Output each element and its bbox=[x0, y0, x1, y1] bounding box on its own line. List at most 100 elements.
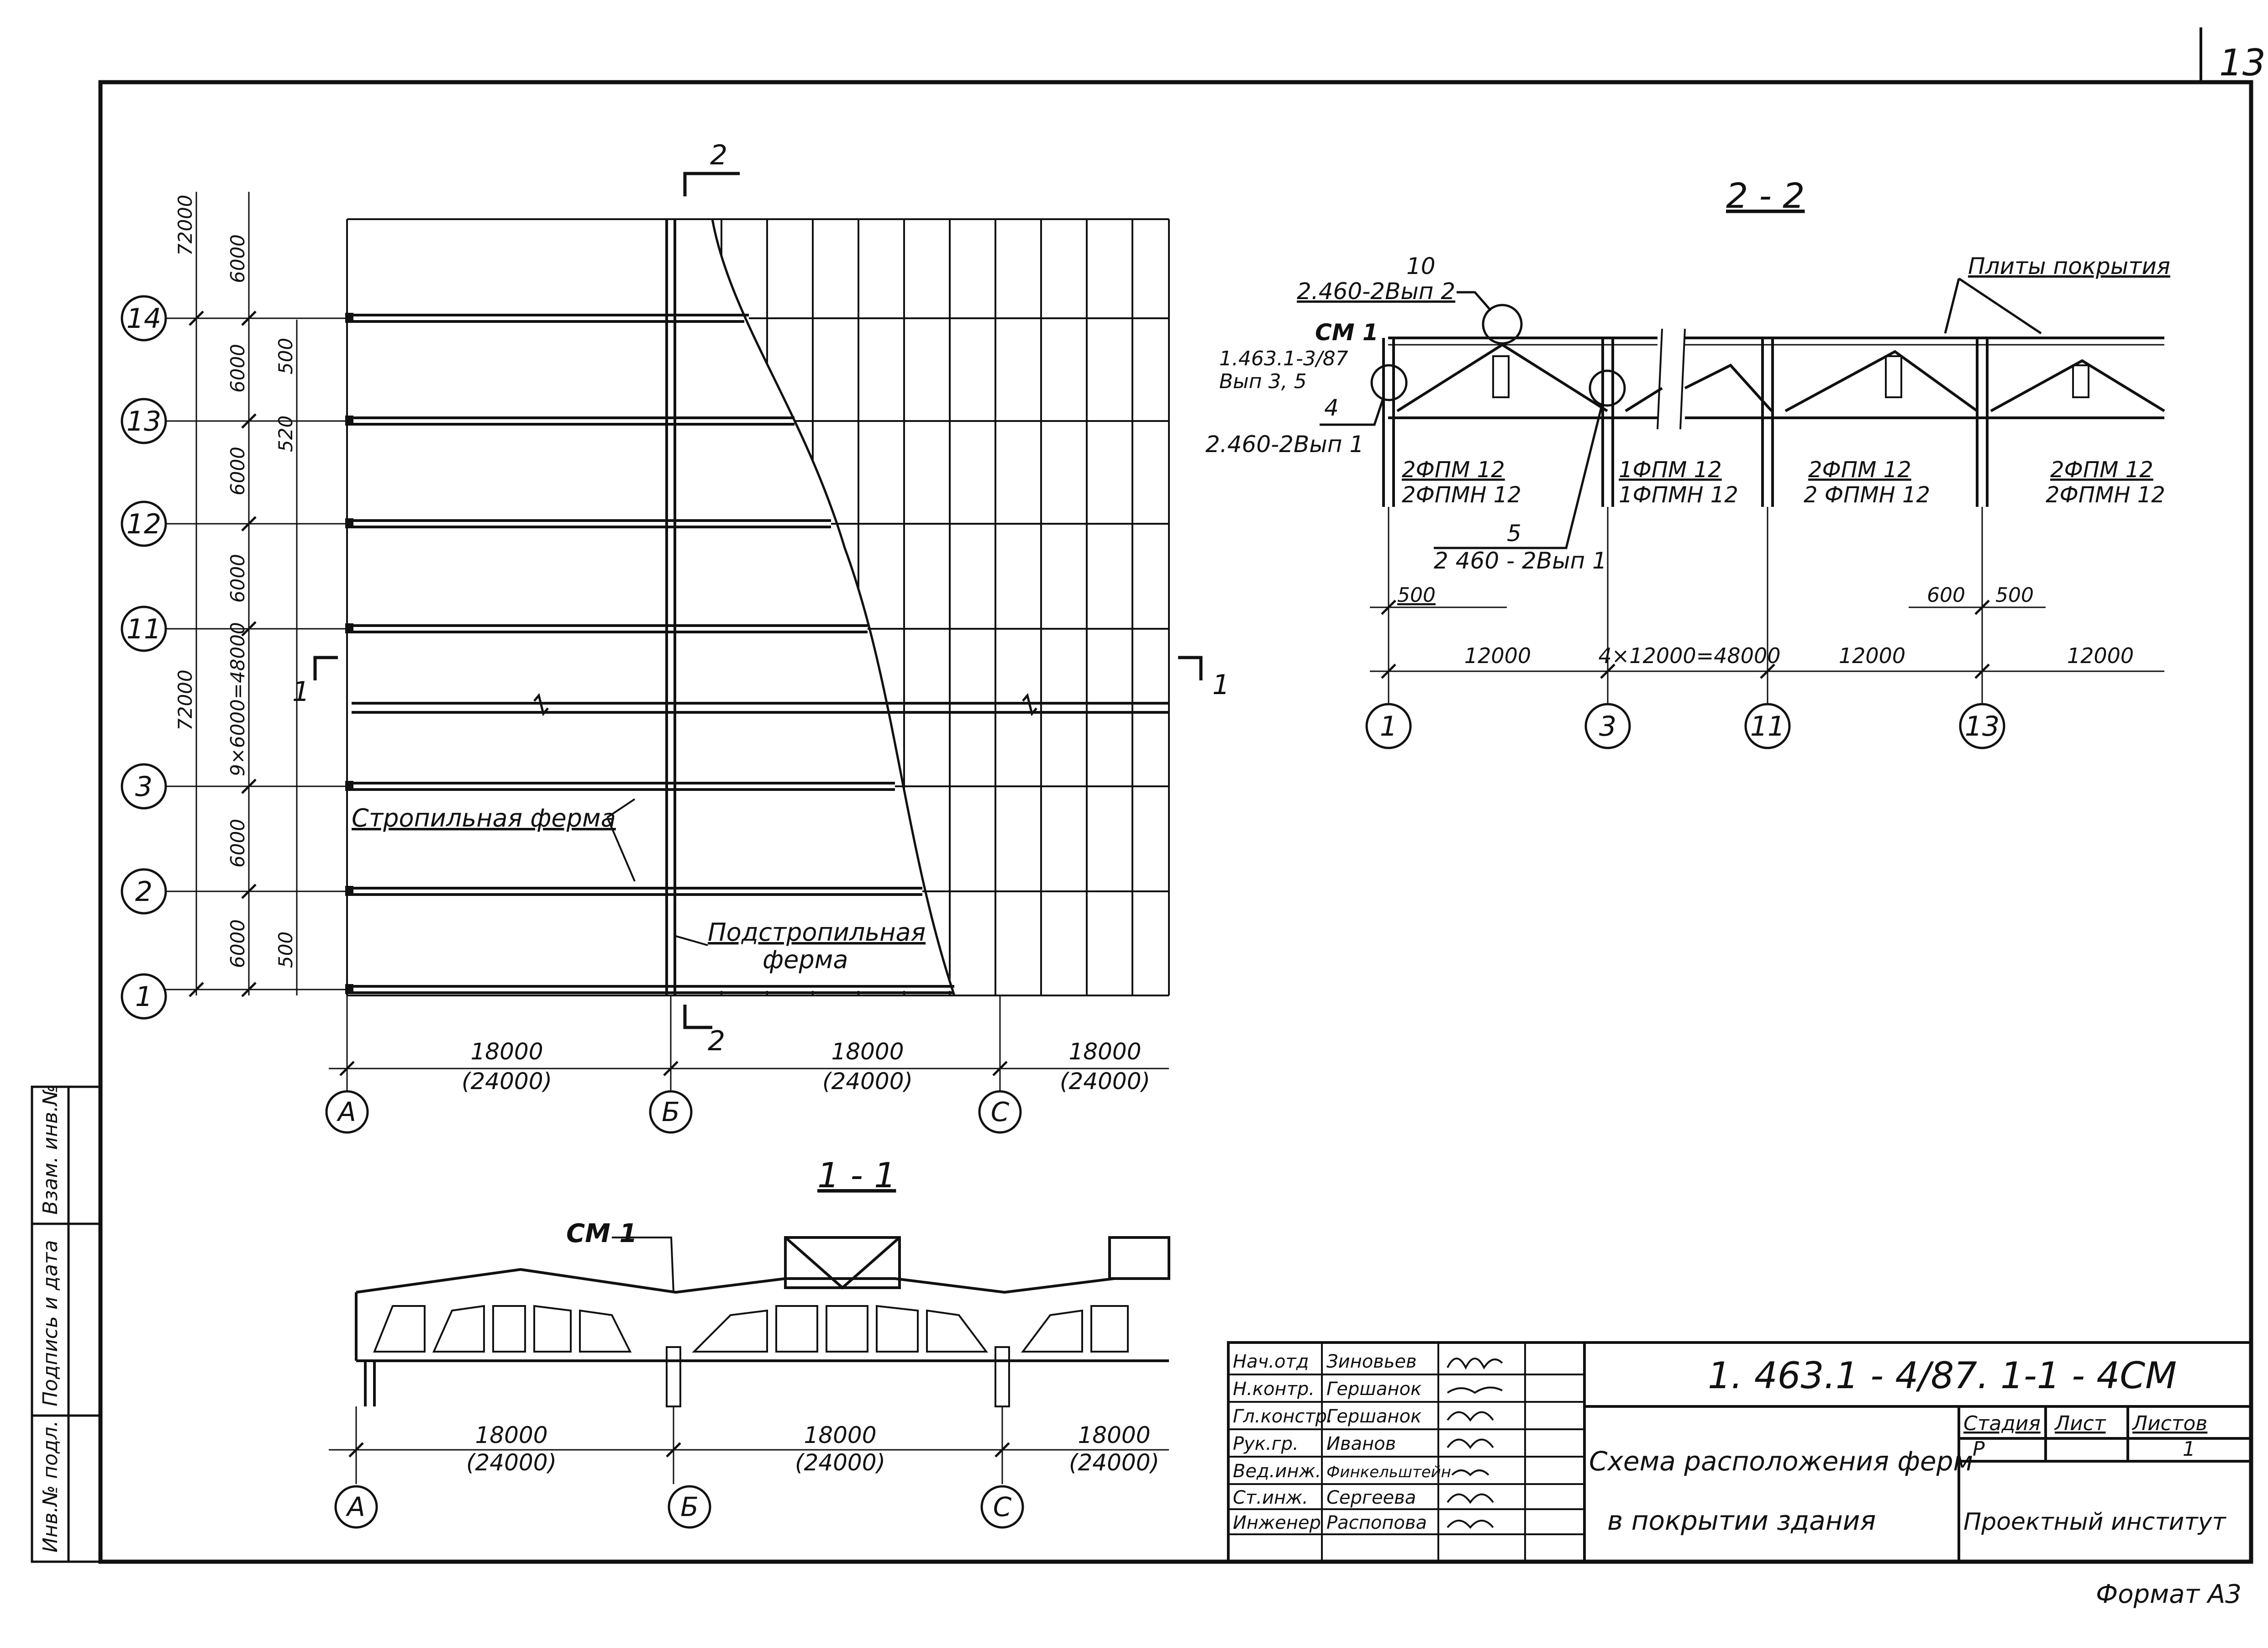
axis-bubble-B bbox=[649, 1090, 693, 1134]
label-subtruss-2: ферма bbox=[763, 945, 848, 974]
callout-circle-5 bbox=[1589, 369, 1626, 407]
axis-11-A: А bbox=[345, 1491, 365, 1522]
dim-11-24000-2: (24000) bbox=[795, 1449, 885, 1476]
section-22-title: 2 - 2 bbox=[1726, 175, 1805, 216]
dim-18000-2: 18000 bbox=[831, 1038, 904, 1065]
plan-view bbox=[162, 192, 1170, 1096]
sheet-header: Лист bbox=[2054, 1412, 2106, 1435]
dim-11-24000-3: (24000) bbox=[1069, 1449, 1159, 1476]
dim-22-12000-3: 12000 bbox=[2067, 643, 2134, 668]
sheets-header: Листов bbox=[2131, 1412, 2207, 1435]
label-roof-plates: Плиты покрытия bbox=[1968, 253, 2170, 279]
dim-22-500-right: 500 bbox=[1995, 584, 2034, 607]
dim-6000-6: 6000 bbox=[226, 919, 249, 968]
page-number: 13 bbox=[2219, 42, 2266, 84]
name-4: Финкельштейн bbox=[1326, 1463, 1451, 1481]
callout-10-ref: 2.460-2Вып 2 bbox=[1297, 278, 1455, 305]
name-0: Зиновьев bbox=[1326, 1351, 1417, 1372]
side-stamp-inv: Инв.№ подл. bbox=[39, 1420, 62, 1553]
col-label-13a: 2ФПМ 12 bbox=[2050, 457, 2153, 483]
axis-22-bubble-11 bbox=[1744, 703, 1791, 749]
axis-11-bubble-B bbox=[668, 1485, 711, 1529]
axis-bubble-12 bbox=[121, 500, 167, 547]
dim-18000-1: 18000 bbox=[470, 1038, 543, 1065]
title-line-2: в покрытии здания bbox=[1607, 1505, 1876, 1536]
axis-label-1: 1 bbox=[135, 981, 153, 1013]
axis-bubble-A bbox=[325, 1090, 369, 1134]
col-label-1b: 2ФПМН 12 bbox=[1402, 482, 1521, 508]
axis-bubble-2 bbox=[121, 868, 167, 915]
sheets-value: 1 bbox=[2183, 1437, 2195, 1461]
callout-4-ref: 2.460-2Вып 1 bbox=[1205, 431, 1364, 458]
dim-6000-1: 6000 bbox=[226, 234, 249, 283]
axis-11-bubble-A bbox=[334, 1485, 378, 1529]
axis-22-3: 3 bbox=[1599, 711, 1616, 742]
col-label-1a: 2ФПМ 12 bbox=[1402, 457, 1505, 483]
axis-bubble-14 bbox=[121, 295, 167, 342]
dim-6000-5: 6000 bbox=[226, 819, 249, 868]
role-4: Вед.инж. bbox=[1233, 1461, 1321, 1482]
name-1: Гершанок bbox=[1326, 1379, 1421, 1400]
axis-11-bubble-C bbox=[980, 1485, 1024, 1529]
section-22-drawing bbox=[1382, 328, 2165, 507]
dim-48000: 9×6000=48000 bbox=[226, 622, 249, 776]
signatures bbox=[1447, 1358, 1503, 1529]
section-11-drawing bbox=[355, 1236, 1170, 1407]
callout-cm-ref2: Вып 3, 5 bbox=[1219, 370, 1307, 393]
axis-bubble-11 bbox=[121, 605, 167, 652]
section-mark-1-right: 1 bbox=[1212, 669, 1230, 701]
axis-label-2: 2 bbox=[135, 876, 153, 908]
role-0: Нач.отд bbox=[1233, 1351, 1309, 1372]
callout-circle-cm bbox=[1370, 364, 1408, 401]
col-label-3b: 1ФПМН 12 bbox=[1619, 482, 1738, 508]
dim-22-12000-2: 12000 bbox=[1839, 643, 1905, 668]
role-1: Н.контр. bbox=[1233, 1379, 1315, 1400]
title-block bbox=[1227, 1341, 2252, 1563]
callout-5: 5 bbox=[1507, 520, 1521, 547]
name-2: Гершанок bbox=[1326, 1406, 1421, 1427]
label-rafter-truss: Стропильная ферма bbox=[352, 804, 616, 832]
axis-22-1: 1 bbox=[1380, 711, 1397, 742]
dim-72000-top: 72000 bbox=[174, 195, 196, 256]
dim-72000-mid: 72000 bbox=[174, 669, 196, 731]
axis-bubble-1 bbox=[121, 973, 167, 1020]
dim-24000-1: (24000) bbox=[462, 1068, 552, 1095]
axis-label-3: 3 bbox=[135, 771, 153, 803]
axis-22-bubble-13 bbox=[1959, 703, 2005, 749]
axis-11-B: Б bbox=[680, 1491, 699, 1522]
axis-11-C: С bbox=[993, 1491, 1012, 1522]
section-11-callout-cm: СМ 1 bbox=[566, 1219, 637, 1248]
axis-22-13: 13 bbox=[1965, 711, 2000, 742]
stage-header: Стадия bbox=[1963, 1412, 2041, 1435]
format-label: Формат А3 bbox=[2096, 1580, 2242, 1609]
axis-col-A: А bbox=[336, 1096, 356, 1127]
axis-col-B: Б bbox=[662, 1096, 680, 1127]
dim-24000-3: (24000) bbox=[1060, 1068, 1150, 1095]
dim-11-18000-1: 18000 bbox=[475, 1422, 547, 1448]
dim-6000-2: 6000 bbox=[226, 344, 249, 393]
section-mark-2-bottom: 2 bbox=[708, 1025, 725, 1057]
doc-code: 1. 463.1 - 4/87. 1-1 - 4СМ bbox=[1708, 1354, 2177, 1397]
axis-label-12: 12 bbox=[126, 508, 161, 540]
axis-label-14: 14 bbox=[126, 303, 161, 335]
label-subtruss-1: Подстропильная bbox=[708, 918, 926, 947]
role-6: Инженер bbox=[1233, 1512, 1321, 1533]
name-6: Распопова bbox=[1326, 1512, 1427, 1533]
dim-22-48000: 4×12000=48000 bbox=[1598, 643, 1780, 668]
axis-bubble-3 bbox=[121, 763, 167, 810]
callout-cm: СМ 1 bbox=[1315, 319, 1379, 346]
institute-name: Проектный институт bbox=[1963, 1508, 2227, 1536]
role-2: Гл.констр. bbox=[1233, 1406, 1333, 1427]
dim-11-24000-1: (24000) bbox=[466, 1449, 557, 1476]
title-line-1: Схема расположения ферм bbox=[1589, 1446, 1973, 1477]
stage-value: Р bbox=[1973, 1437, 1985, 1461]
section-11-title: 1 - 1 bbox=[817, 1155, 896, 1195]
col-label-13b: 2ФПМН 12 bbox=[2046, 482, 2165, 508]
axis-22-bubble-3 bbox=[1584, 703, 1631, 749]
dim-500-top: 500 bbox=[274, 338, 297, 374]
callout-4: 4 bbox=[1324, 395, 1339, 421]
dim-500-bottom: 500 bbox=[274, 932, 297, 968]
side-stamp-sign: Подпись и дата bbox=[39, 1240, 62, 1406]
callout-5-ref: 2 460 - 2Вып 1 bbox=[1434, 548, 1607, 574]
